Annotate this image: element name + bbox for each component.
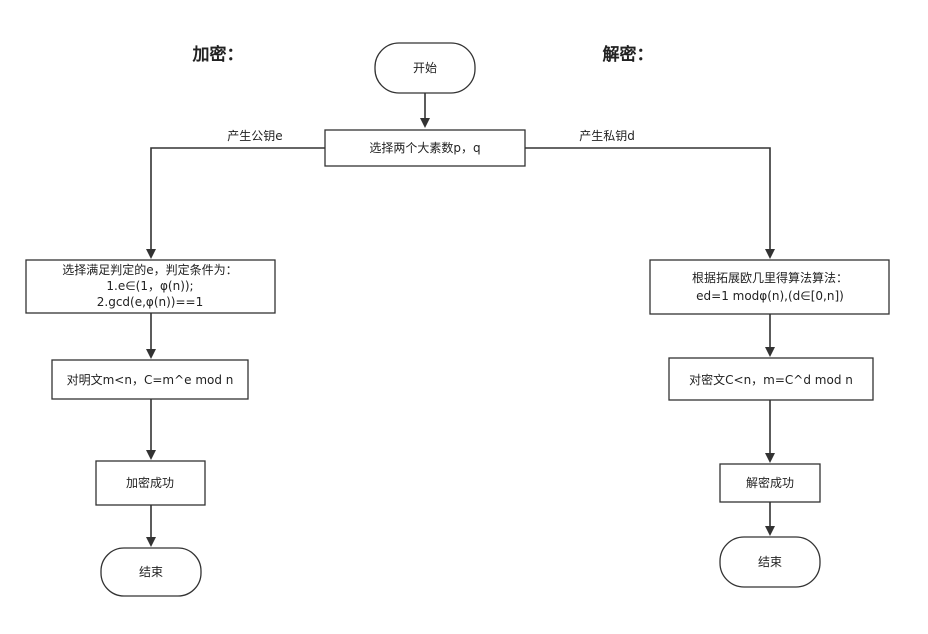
choose-e-line1: 选择满足判定的e，判定条件为： [62, 262, 237, 277]
compute-d-line1: 根据拓展欧几里得算法算法： [692, 270, 848, 285]
start-node-label: 开始 [413, 61, 437, 75]
encrypt-formula-label: 对明文m<n，C=m^e mod n [67, 372, 234, 387]
encrypt-formula-node: 对明文m<n，C=m^e mod n [51, 359, 249, 400]
decrypt-formula-label: 对密文C<n，m=C^d mod n [689, 372, 853, 387]
choose-e-node: 选择满足判定的e，判定条件为： 1.e∈(1，φ(n)); 2.gcd(e,φ(… [25, 259, 276, 314]
choose-e-line2: 1.e∈(1，φ(n)); [106, 279, 193, 293]
choose-primes-node: 选择两个大素数p，q [324, 129, 526, 167]
end-left-node: 结束 [100, 547, 202, 597]
encrypt-heading: 加密： [192, 44, 244, 65]
decrypt-heading: 解密： [603, 44, 654, 65]
choose-e-line3: 2.gcd(e,φ(n))==1 [97, 295, 203, 309]
encrypt-success-node: 加密成功 [95, 460, 206, 506]
decrypt-formula-node: 对密文C<n，m=C^d mod n [668, 357, 874, 401]
edge-primes-to-choose-e [146, 147, 325, 259]
start-node: 开始 [374, 42, 476, 94]
end-right-node: 结束 [719, 536, 821, 588]
end-right-label: 结束 [758, 555, 782, 569]
edge-label-private-key: 产生私钥d [579, 129, 635, 143]
decrypt-success-node: 解密成功 [719, 463, 821, 503]
edge-primes-to-compute-d [525, 147, 775, 259]
end-left-label: 结束 [139, 565, 163, 579]
encrypt-success-label: 加密成功 [126, 475, 174, 490]
compute-d-line2: ed=1 modφ(n),(d∈[0,n]) [696, 289, 844, 303]
edge-label-public-key: 产生公钥e [227, 129, 282, 143]
choose-primes-label: 选择两个大素数p，q [369, 140, 480, 155]
decrypt-success-label: 解密成功 [746, 475, 794, 490]
compute-d-node: 根据拓展欧几里得算法算法： ed=1 modφ(n),(d∈[0,n]) [649, 259, 890, 315]
